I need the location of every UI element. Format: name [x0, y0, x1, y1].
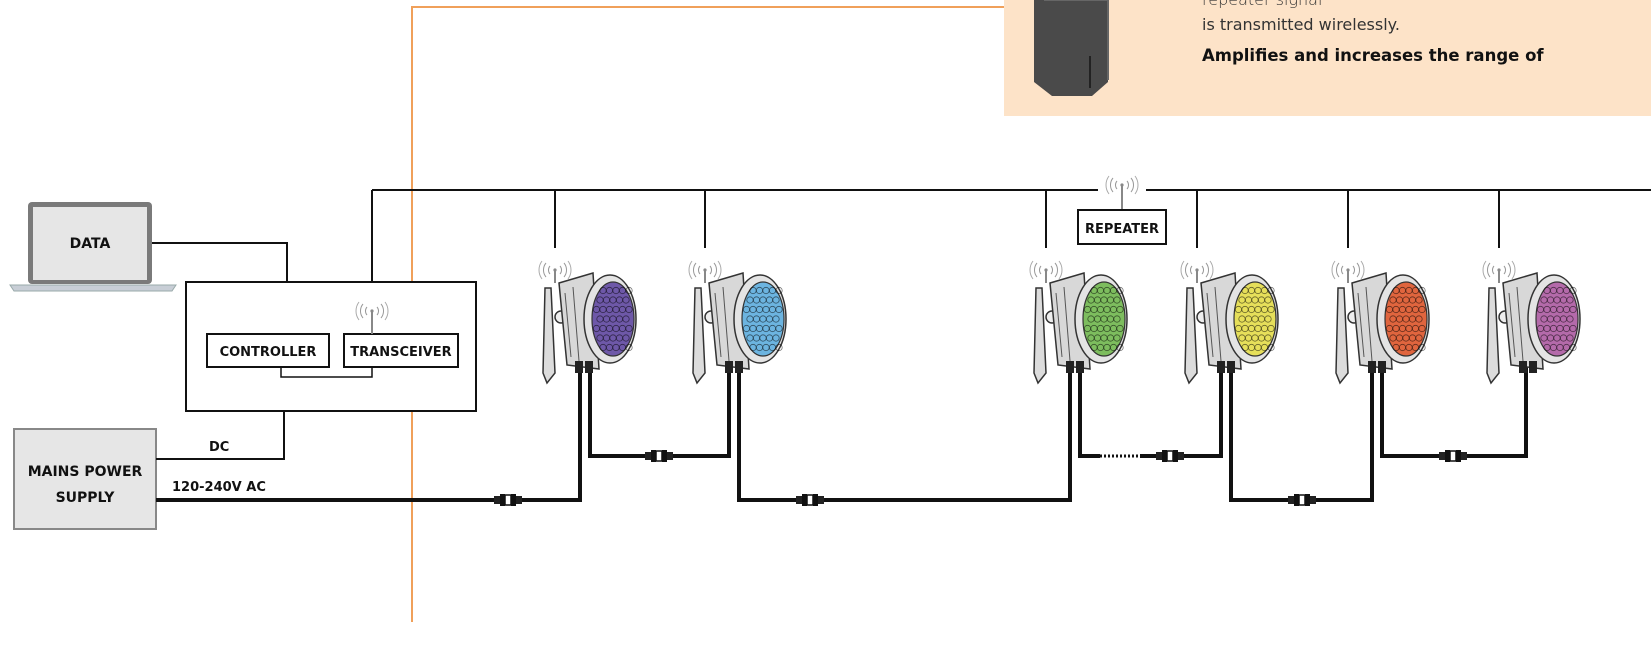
repeater-device-image [1004, 0, 1124, 116]
cable-connector-icon [796, 494, 824, 506]
led-spotlight-icon [1181, 261, 1278, 383]
fixture-wireless-icon [1332, 261, 1364, 283]
cable-connector-icon [1439, 450, 1467, 462]
cable-connector-icon [1288, 494, 1316, 506]
callout-text-line1: repeater signal [1202, 0, 1322, 9]
fixture-wireless-icon [1030, 261, 1062, 283]
fixture-wireless-icon [539, 261, 571, 283]
controller-label: CONTROLLER [220, 345, 317, 360]
callout-text-line2: is transmitted wirelessly. [1202, 15, 1400, 34]
fixture-wireless-icon [1483, 261, 1515, 283]
cable-connector-icon [645, 450, 673, 462]
led-spotlight-icon [1030, 261, 1127, 383]
transceiver-label: TRANSCEIVER [350, 345, 451, 360]
fixtures-group [539, 261, 1580, 383]
mains-label-line1: MAINS POWER [28, 464, 143, 480]
cable-connector-icon [1156, 450, 1184, 462]
signal-bus [372, 190, 1651, 282]
led-spotlight-icon [689, 261, 786, 383]
ac-label: 120-240V AC [172, 480, 266, 495]
repeater-wireless-icon [1106, 176, 1138, 198]
fixture-wireless-icon [689, 261, 721, 283]
callout-text-line3: Amplifies and increases the range of [1202, 46, 1544, 65]
led-spotlight-icon [1483, 261, 1580, 383]
mains-label-line2: SUPPLY [56, 490, 116, 506]
cable-connector-icon [494, 494, 522, 506]
led-spotlight-icon [539, 261, 636, 383]
led-spotlight-icon [1332, 261, 1429, 383]
repeater-callout: repeater signal is transmitted wirelessl… [1004, 0, 1651, 116]
dc-label: DC [209, 440, 229, 455]
repeater-label: REPEATER [1085, 222, 1159, 237]
fixture-wireless-icon [1181, 261, 1213, 283]
data-label: DATA [70, 236, 111, 252]
